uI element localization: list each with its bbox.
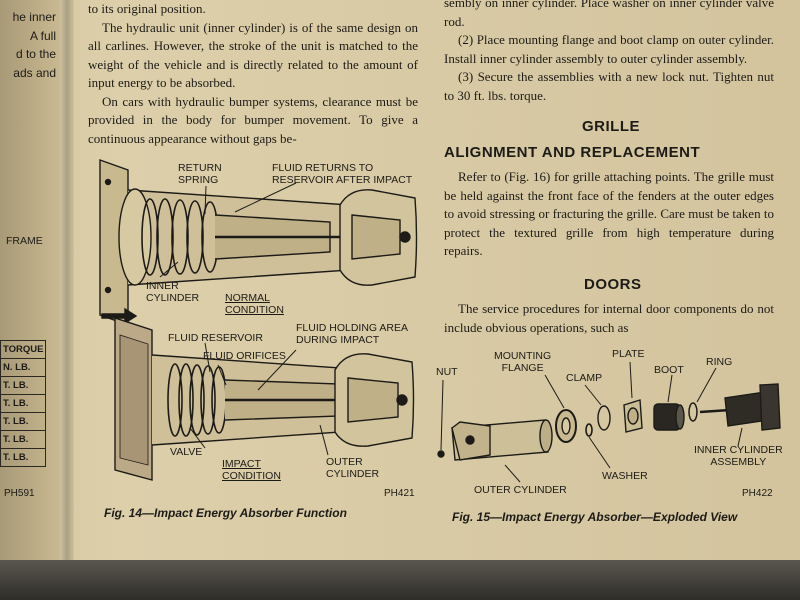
paragraph: On cars with hydraulic bumper systems, c… [88,93,418,146]
washer-part [585,423,593,437]
label-boot: BOOT [654,364,684,376]
impact-arrow [101,307,138,325]
label-ring: RING [706,356,733,368]
label-mounting-flange: MOUNTING FLANGE [494,350,552,374]
label-fluid-holding-area: FLUID HOLDING AREA DURING IMPACT [296,322,409,346]
strip-line: he inner [12,10,56,24]
grille-text: Refer to (Fig. 16) for grille attaching … [444,168,774,261]
label-inner-cylinder: INNER CYLINDER [146,280,200,304]
text-column-right: sembly on inner cylinder. Place washer o… [444,0,774,105]
label-fluid-reservoir: FLUID RESERVOIR [168,332,263,344]
fig14-caption: Fig. 14—Impact Energy Absorber Function [104,506,347,520]
doors-heading: DOORS [584,276,642,293]
label-return-spring: RETURN SPRING [178,162,222,186]
grille-heading: GRILLE [582,118,640,135]
strip-line: ads and [13,65,56,80]
fig14-code: PH421 [384,488,415,499]
label-clamp: CLAMP [566,372,603,384]
label-outer-cylinder: OUTER CYLINDER [326,456,380,480]
frame-label: FRAME [6,235,43,247]
label-nut: NUT [436,366,458,378]
label-fluid-returns: FLUID RETURNS TO RESERVOIR AFTER IMPACT [272,162,413,186]
paragraph: sembly on inner cylinder. Place washer o… [444,0,774,29]
torque-table: TORQUE N. LB. T. LB. T. LB. T. LB. T. LB… [0,340,47,467]
paragraph: The hydraulic unit (inner cylinder) is o… [88,19,418,91]
label-normal-condition: NORMAL CONDITION [225,292,284,316]
paragraph: The service procedures for internal door… [444,301,774,335]
strip-figure-code: PH591 [4,488,35,499]
paragraph: (2) Place mounting flange and boot clamp… [444,32,774,66]
label-fluid-orifices: FLUID ORIFICES [203,350,286,362]
paragraph: Refer to (Fig. 16) for grille attaching … [444,169,774,258]
fig15-code: PH422 [742,488,773,499]
strip-line: d to the [15,47,56,61]
label-outer-cylinder-part: OUTER CYLINDER [474,484,567,496]
table-row: T. LB. [0,448,47,467]
doors-text: The service procedures for internal door… [444,300,774,337]
clamp-part [597,405,611,431]
compressed-spring [167,363,227,437]
label-washer: WASHER [602,470,648,482]
ring-part [688,402,698,422]
previous-page-strip [0,0,60,560]
fig15-caption: Fig. 15—Impact Energy Absorber—Exploded … [452,510,738,524]
label-valve: VALVE [170,446,203,458]
label-inner-cylinder-assembly: INNER CYLINDER ASSEMBLY [694,444,783,468]
label-plate: PLATE [612,348,645,360]
table-surface [0,560,800,600]
alignment-heading: ALIGNMENT AND REPLACEMENT [444,144,701,161]
nut-part [437,450,445,458]
strip-text: he inner A full d to the ads and [4,8,56,82]
paragraph: (3) Secure the assemblies with a new loc… [444,69,774,103]
strip-line: A full [29,28,56,43]
label-impact-condition: IMPACT CONDITION [222,458,281,482]
book-spine [60,0,74,560]
paragraph: to its original position. [88,1,206,16]
text-column-left: to its original position. The hydraulic … [88,0,418,148]
